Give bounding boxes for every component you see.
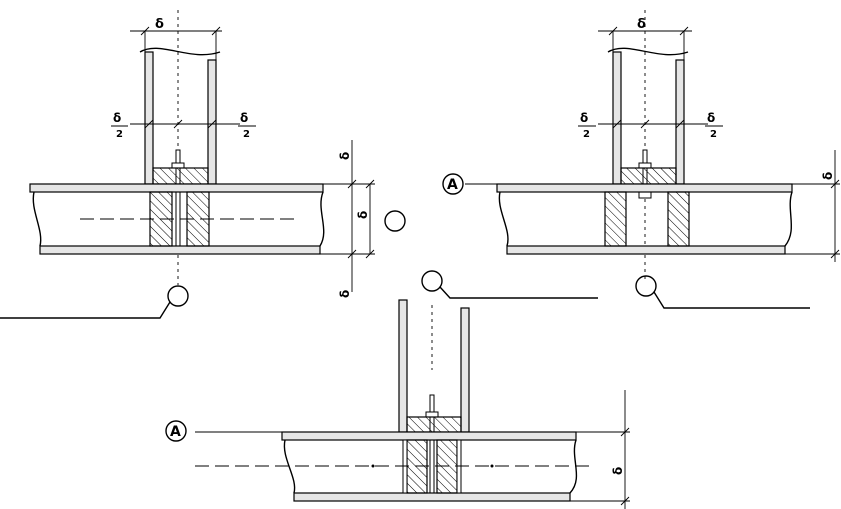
section-a-label: A: [447, 177, 458, 193]
section-a-label-3: A: [170, 424, 181, 440]
section-a-circle: [442, 173, 464, 195]
detail-3: δ A: [165, 270, 630, 509]
dim-half-vert-bottom: δ: [338, 290, 352, 298]
detail-1: δ δ 2 δ 2: [0, 10, 406, 319]
washer-block-3: [406, 416, 462, 433]
filler-right-3: [436, 439, 458, 494]
flange-bottom-2: [506, 245, 786, 255]
wall-right-2: [675, 59, 685, 185]
break-right: [319, 191, 325, 247]
dim-half-num-right-2: δ: [707, 111, 715, 125]
dim-delta-vert-2: δ: [821, 172, 835, 180]
flange-bottom-3: [293, 492, 571, 502]
filler-right-2: [667, 191, 690, 247]
dim-delta-vert: δ: [356, 211, 370, 219]
callout-leader: [0, 301, 171, 319]
detail-2: δ δ 2 δ 2 δ A: [442, 10, 840, 309]
callout-circle-3: [421, 270, 443, 292]
callout-circle-right: [384, 210, 406, 232]
callout-circle-2: [635, 275, 657, 297]
wall-right: [207, 59, 217, 185]
flange-top: [29, 183, 324, 193]
dim-half-vert-top: δ: [338, 152, 352, 160]
wall-left-3: [398, 299, 408, 433]
washer-block-2: [620, 167, 677, 185]
wall-right-3: [460, 307, 470, 433]
break-line-2: [607, 47, 689, 56]
dim-half-num-right: δ: [240, 111, 248, 125]
callout-leader-3: [439, 286, 598, 299]
washer-block: [152, 167, 209, 185]
dim-half-den-right: 2: [243, 129, 250, 140]
callout-circle-bottom: [167, 285, 189, 307]
dim-delta-top: δ: [155, 17, 164, 32]
dim-half-den-left-2: 2: [583, 129, 590, 140]
callout-leader-2: [653, 291, 810, 309]
dim-half-num-left: δ: [113, 111, 121, 125]
dim-half-den-left: 2: [116, 129, 123, 140]
wall-left: [144, 51, 154, 185]
break-line: [139, 47, 221, 56]
flange-bottom: [39, 245, 321, 255]
nut-top: [171, 162, 185, 169]
break-left: [32, 191, 42, 247]
filler-left-2: [604, 191, 627, 247]
wall-left-2: [612, 51, 622, 185]
bolt-3: [429, 394, 435, 496]
flange-top-3: [281, 431, 577, 441]
dim-delta-vert-3: δ: [611, 467, 625, 475]
dim-half-den-right-2: 2: [710, 129, 717, 140]
dim-delta-top-2: δ: [637, 17, 646, 32]
dim-half-num-left-2: δ: [580, 111, 588, 125]
section-a-circle-3: [165, 420, 187, 442]
filler-left-3: [406, 439, 428, 494]
flange-top-2: [496, 183, 793, 193]
